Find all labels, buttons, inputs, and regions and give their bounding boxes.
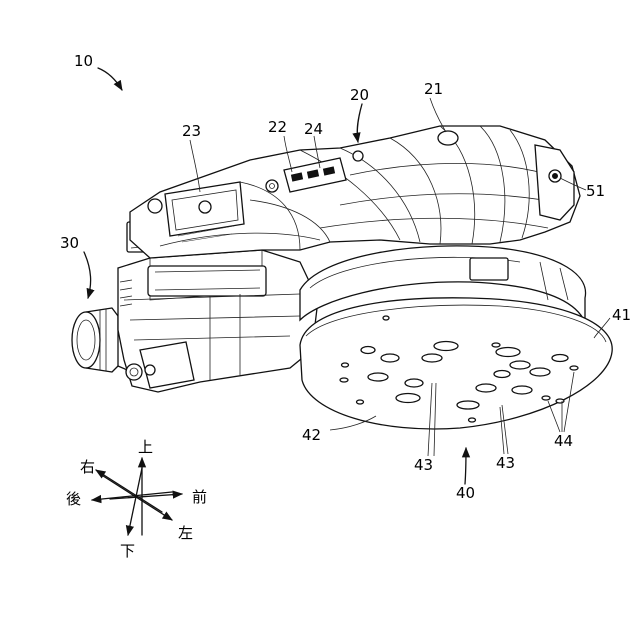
label-10: 10 (74, 52, 93, 70)
direction-indicator: 上 右 後 前 左 下 (66, 438, 207, 560)
label-22: 22 (268, 118, 287, 136)
label-30: 30 (60, 234, 79, 252)
label-20: 20 (350, 86, 369, 104)
label-51: 51 (586, 182, 605, 200)
label-43-left: 43 (414, 456, 433, 474)
dir-rear: 後 (66, 490, 81, 508)
sanding-pad (300, 246, 612, 429)
label-24: 24 (304, 120, 323, 138)
dir-front: 前 (192, 488, 207, 506)
label-42: 42 (302, 426, 321, 444)
dir-left: 左 (178, 524, 193, 542)
label-40: 40 (456, 484, 475, 502)
dir-up: 上 (138, 438, 153, 456)
dir-down: 下 (120, 542, 135, 560)
label-43-right: 43 (496, 454, 515, 472)
label-44: 44 (554, 432, 573, 450)
label-41: 41 (612, 306, 631, 324)
dir-right: 右 (80, 458, 95, 476)
label-23: 23 (182, 122, 201, 140)
label-21: 21 (424, 80, 443, 98)
